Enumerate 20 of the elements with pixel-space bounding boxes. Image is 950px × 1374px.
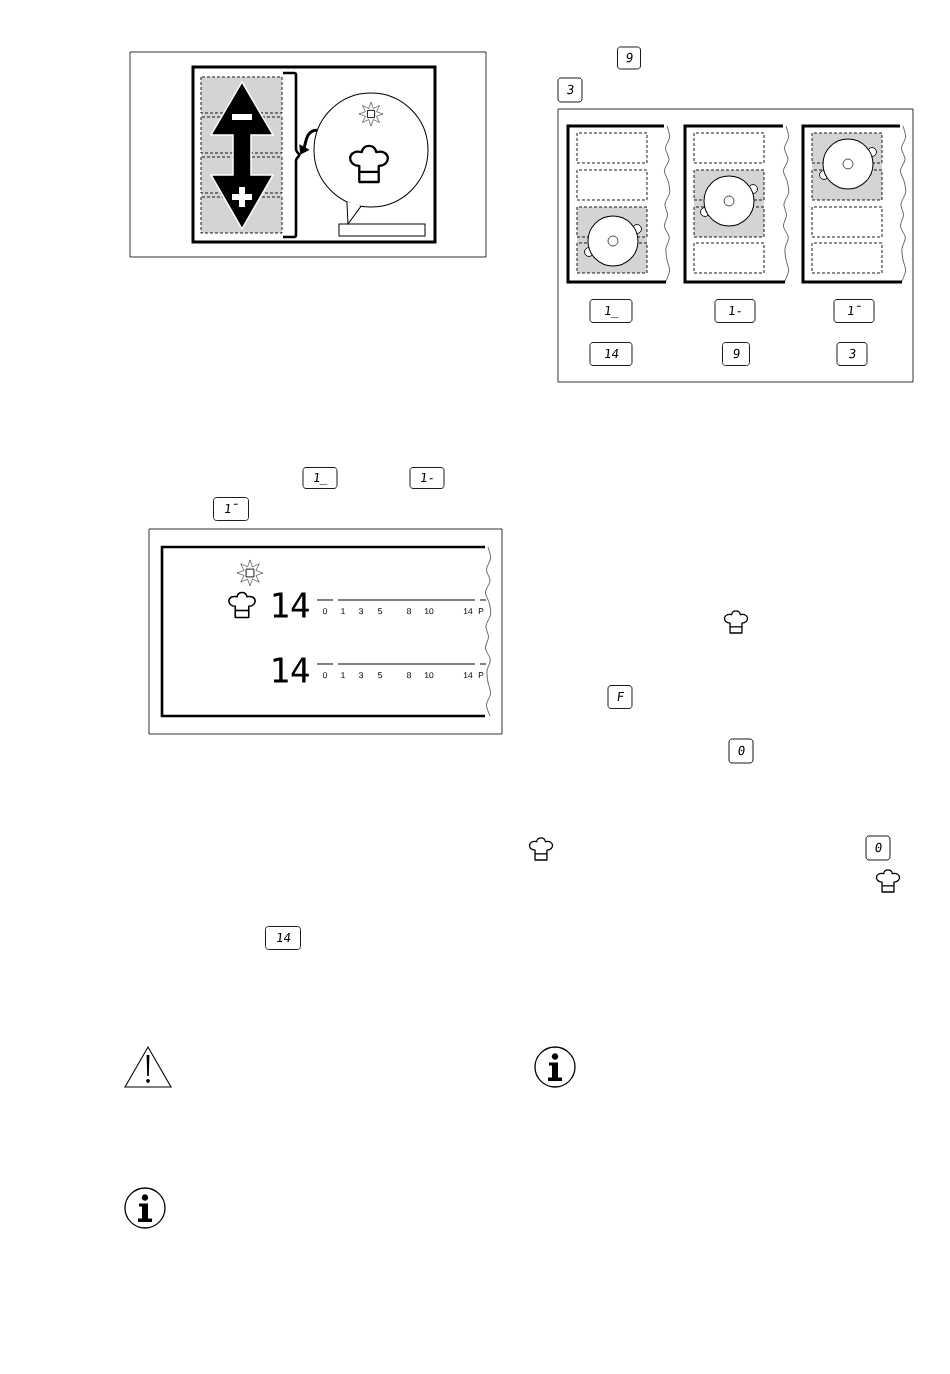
scale-number: 14: [463, 608, 473, 615]
arrow: [299, 128, 318, 155]
scale-number: 10: [424, 608, 434, 615]
speech-bubble: [313, 92, 429, 237]
display-digits: 14: [273, 592, 309, 618]
scale-number: 0: [322, 608, 328, 615]
scale-number: 0: [322, 672, 328, 679]
scale-number: P: [478, 608, 484, 615]
scale-number: 5: [378, 672, 382, 679]
scale-number: 14: [463, 672, 473, 679]
scale-number: 10: [424, 672, 434, 679]
scale-number: 8: [407, 672, 411, 679]
scale-number: P: [478, 672, 484, 679]
scale-number: 1: [341, 608, 345, 615]
scale-number: 1: [341, 672, 345, 679]
scale-number: 3: [358, 608, 363, 615]
display-digits: 14: [273, 657, 309, 683]
scale-number: 8: [407, 608, 411, 615]
scale-number: 3: [358, 672, 363, 679]
scale-number: 5: [378, 608, 382, 615]
